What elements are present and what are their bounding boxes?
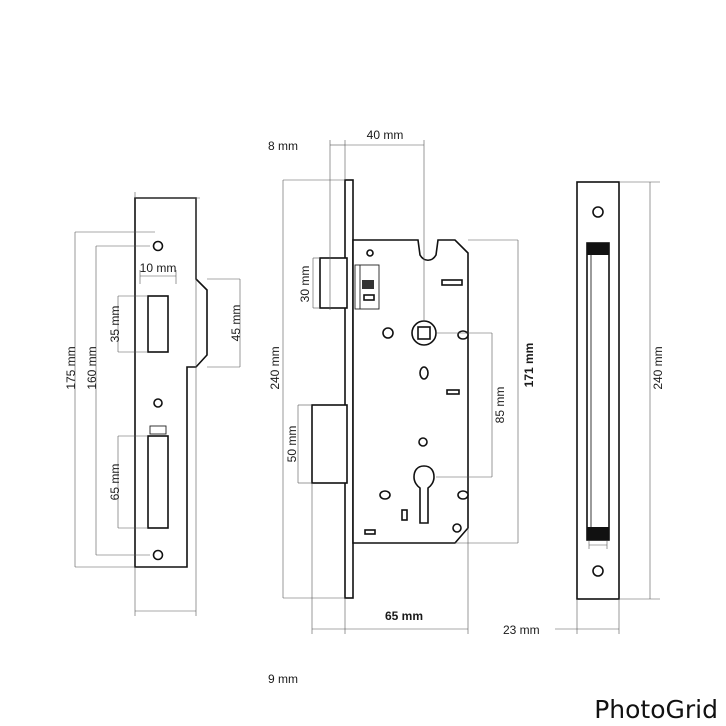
dead-bolt — [311, 404, 348, 484]
photogrid-watermark: PhotoGrid — [594, 695, 718, 724]
bolt-opening — [147, 435, 169, 529]
dim-85mm: 85 mm — [493, 387, 507, 424]
screw-hole-middle — [153, 398, 163, 408]
dim-240mm-faceplate: 240 mm — [651, 346, 665, 389]
latch-opening — [147, 295, 169, 353]
dim-45mm: 45 mm — [229, 305, 243, 342]
dim-10mm: 10 mm — [140, 261, 177, 275]
lock-faceplate — [344, 179, 354, 599]
faceplate-side-view — [576, 181, 620, 600]
dim-65mm-strike: 65 mm — [108, 464, 122, 501]
dim-9mm-cutoff: 9 mm — [268, 672, 298, 686]
lock-body — [311, 179, 469, 599]
dim-30mm: 30 mm — [298, 266, 312, 303]
dim-65mm-lock: 65 mm — [385, 609, 423, 623]
dim-23mm: 23 mm — [503, 623, 540, 637]
dim-40mm: 40 mm — [367, 128, 404, 142]
screw-hole-top — [152, 240, 164, 252]
dim-160mm: 160 mm — [85, 346, 99, 389]
cylinder-cutout — [413, 465, 435, 524]
lock-dimension-lines — [282, 140, 519, 634]
lock-case — [352, 239, 469, 544]
strike-dimension-lines — [74, 192, 241, 616]
dim-8mm: 8 mm — [268, 139, 298, 153]
screw-hole-bottom — [152, 549, 164, 561]
strike-plate — [134, 197, 208, 568]
dim-175mm: 175 mm — [64, 346, 78, 389]
latch-bolt — [319, 257, 348, 309]
dim-171mm: 171 mm — [522, 343, 536, 388]
dim-240mm-lock: 240 mm — [268, 346, 282, 389]
dim-35mm: 35 mm — [108, 306, 122, 343]
faceplate-dimension-lines — [555, 181, 660, 634]
dim-50mm: 50 mm — [285, 426, 299, 463]
